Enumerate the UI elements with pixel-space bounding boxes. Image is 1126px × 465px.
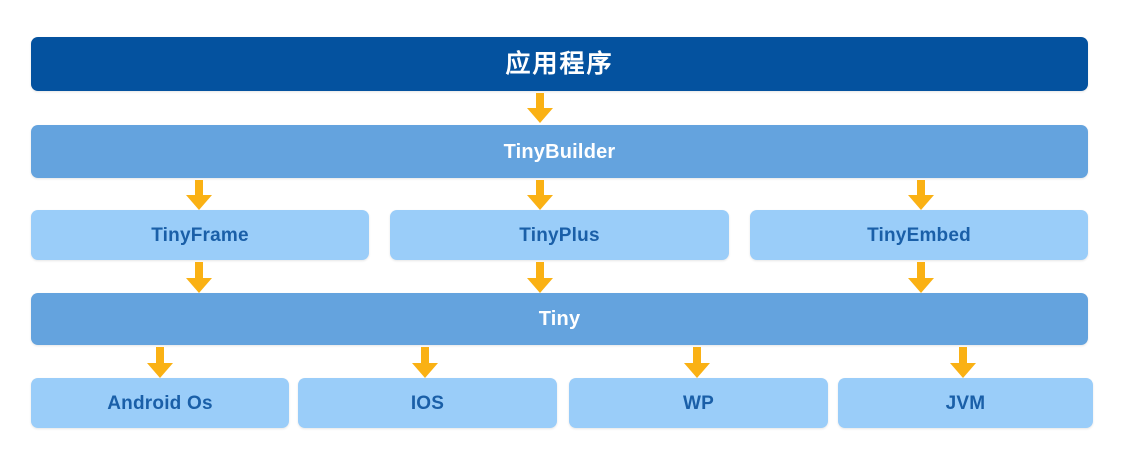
- arrow-shaft: [917, 180, 925, 196]
- arrow-shaft: [917, 262, 925, 279]
- arrow-head: [908, 195, 934, 210]
- arrow-head: [186, 195, 212, 210]
- arrow-tiny-to-wp: [684, 347, 710, 378]
- arrow-head: [527, 108, 553, 123]
- arrow-tiny-to-android: [147, 347, 173, 378]
- node-label: TinyBuilder: [503, 140, 616, 163]
- node-label: WP: [682, 392, 714, 414]
- node-label: IOS: [410, 392, 445, 414]
- arrow-tinyembed-to-tiny: [908, 262, 934, 293]
- arrow-shaft: [536, 180, 544, 196]
- node-label: Tiny: [538, 308, 581, 330]
- arrow-head: [412, 363, 438, 378]
- node-label: TinyEmbed: [867, 224, 971, 246]
- node-tinyframe[interactable]: TinyFrame: [31, 210, 369, 260]
- arrow-shaft: [156, 347, 164, 364]
- arrow-head: [950, 363, 976, 378]
- arrow-head: [684, 363, 710, 378]
- node-tinyembed[interactable]: TinyEmbed: [750, 210, 1088, 260]
- node-tiny[interactable]: Tiny: [31, 293, 1088, 345]
- arrow-shaft: [693, 347, 701, 364]
- arrow-shaft: [195, 262, 203, 279]
- arrow-head: [527, 195, 553, 210]
- arrow-tiny-to-jvm: [950, 347, 976, 378]
- arrow-tinyplus-to-tiny: [527, 262, 553, 293]
- node-label: 应用程序: [505, 49, 614, 78]
- node-label: Android Os: [107, 392, 213, 414]
- arrow-head: [527, 278, 553, 293]
- arrow-shaft: [421, 347, 429, 364]
- arrow-shaft: [536, 262, 544, 279]
- node-label: TinyPlus: [519, 224, 600, 246]
- node-application[interactable]: 应用程序: [31, 37, 1088, 91]
- arrow-shaft: [959, 347, 967, 364]
- arrow-application-to-builder: [527, 93, 553, 123]
- arrow-head: [147, 363, 173, 378]
- arrow-shaft: [195, 180, 203, 196]
- node-jvm[interactable]: JVM: [838, 378, 1093, 428]
- node-tinyplus[interactable]: TinyPlus: [390, 210, 729, 260]
- node-label: TinyFrame: [151, 224, 249, 246]
- arrow-head: [908, 278, 934, 293]
- node-android-os[interactable]: Android Os: [31, 378, 289, 428]
- node-label: JVM: [945, 392, 986, 414]
- arrow-builder-to-tinyplus: [527, 180, 553, 210]
- arrow-shaft: [536, 93, 544, 109]
- arrow-builder-to-tinyframe: [186, 180, 212, 210]
- arrow-head: [186, 278, 212, 293]
- node-ios[interactable]: IOS: [298, 378, 557, 428]
- arrow-tiny-to-ios: [412, 347, 438, 378]
- node-tinybuilder[interactable]: TinyBuilder: [31, 125, 1088, 178]
- node-wp[interactable]: WP: [569, 378, 828, 428]
- arrow-builder-to-tinyembed: [908, 180, 934, 210]
- arrow-tinyframe-to-tiny: [186, 262, 212, 293]
